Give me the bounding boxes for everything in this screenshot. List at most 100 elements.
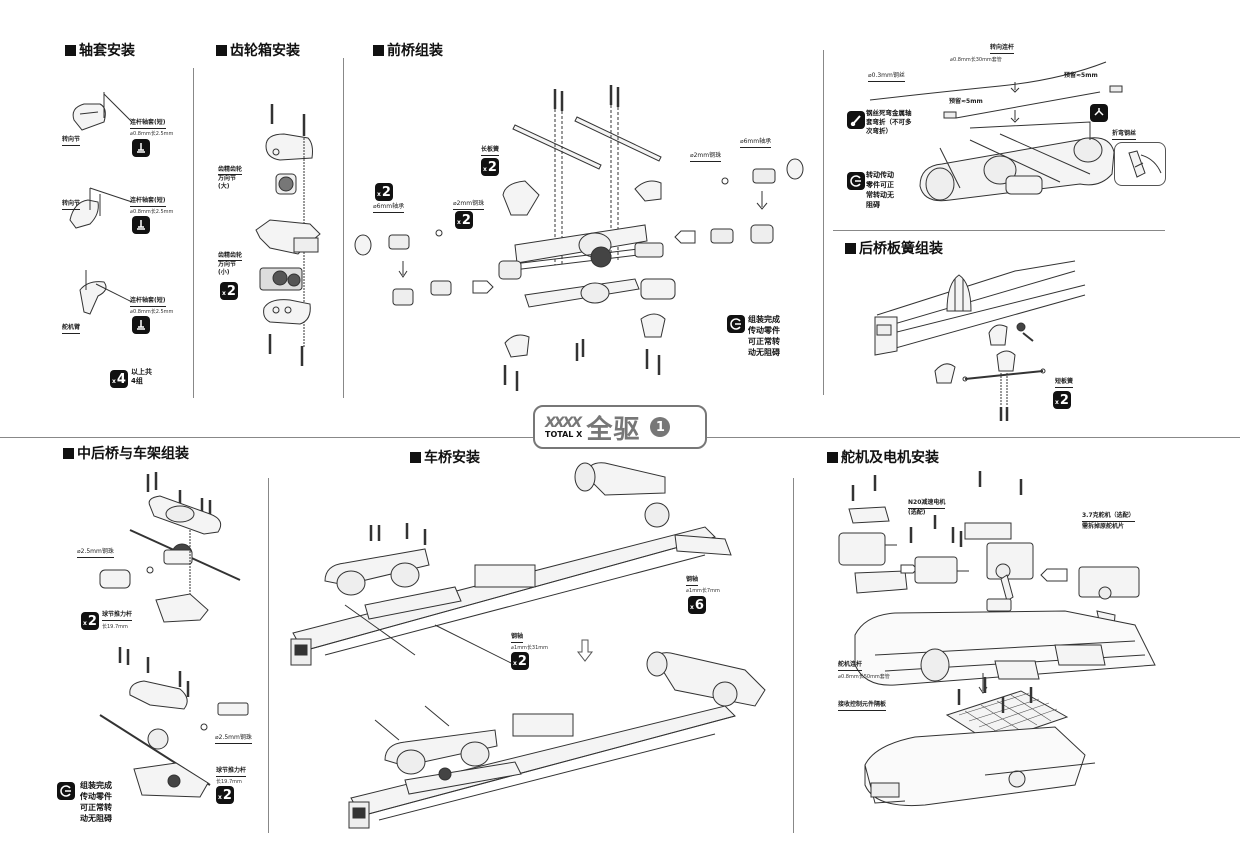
press-fit-icon-2 <box>132 216 150 234</box>
note-line: 套弯折（不可多 <box>866 118 912 126</box>
drive-shaft <box>499 243 663 279</box>
rod-label-2: 连杆轴套(短) <box>130 197 166 207</box>
qty-value: 2 <box>381 184 391 200</box>
section-title-servo-motor: 舵机及电机安装 <box>827 447 939 467</box>
chassis-drawing-top <box>285 455 745 680</box>
part-label-servo-arm: 舵机臂 <box>62 324 81 334</box>
divider-h-right <box>833 230 1165 231</box>
wire-bend-icon <box>847 111 865 129</box>
section-title-text: 后桥板簧组装 <box>859 241 943 257</box>
motor-label-sub: (选配) <box>908 509 926 516</box>
divider-v2 <box>343 58 344 398</box>
divider-v5 <box>793 478 794 833</box>
divider-v4 <box>268 478 269 833</box>
gear-big-label-line1: 齿精齿轮 <box>218 166 243 175</box>
chassis-drawing-bottom <box>345 650 775 840</box>
rod-top-spec: 长19.7mm <box>102 624 128 630</box>
short-spring-label: 短板簧 <box>1055 378 1074 388</box>
title-square-icon <box>827 451 838 463</box>
screws-bottom <box>505 339 659 391</box>
title-square-icon <box>373 44 384 56</box>
rod-label-3: 连杆轴套(短) <box>130 297 166 307</box>
qty-value: 2 <box>487 159 497 175</box>
mid-rear-drawing-top <box>90 470 240 650</box>
title-square-icon <box>65 44 76 56</box>
mid-rear-drawing-bottom <box>100 645 260 805</box>
divider-v3 <box>823 50 824 395</box>
rotate-check-icon-mid-rear <box>57 782 75 800</box>
section-title-text: 舵机及电机安装 <box>841 450 939 466</box>
rod-label-1: 连杆轴套(短) <box>130 119 166 129</box>
section-title-text: 前桥组装 <box>387 43 443 59</box>
section-title-text: 轴套安装 <box>79 43 135 59</box>
rotate-check-icon-front <box>727 315 745 333</box>
qty-value: 2 <box>1059 392 1069 408</box>
bearing-left-label: ⌀6mm轴承 <box>373 203 405 213</box>
gearbox-drawing <box>250 98 330 368</box>
front-axle-note: 组装完成 传动零件 可正常转 动无阻碍 <box>748 314 780 358</box>
servo-label: 3.7克舵机（选配） <box>1082 512 1135 522</box>
divider-h-mid-right <box>707 437 1240 438</box>
leaf-spring-label: 长板簧 <box>481 146 500 156</box>
bushing-drawing <box>60 90 190 350</box>
title-square-icon <box>63 447 74 459</box>
rear-axles <box>325 549 461 619</box>
note-line: 转动传动 <box>866 171 894 179</box>
note-line: 动无阻碍 <box>80 814 112 823</box>
brand-mark: XXXX TOTAL X <box>545 416 582 439</box>
section-title-rear-leaf: 后桥板簧组装 <box>845 238 943 258</box>
note-line: 常转动无 <box>866 191 894 199</box>
qty-value: 2 <box>222 787 232 803</box>
section-title-axle-install: 车桥安装 <box>410 447 480 467</box>
qty-note-line1: 以上共 <box>131 368 152 376</box>
ball-right-label: ⌀2mm钢珠 <box>690 152 722 162</box>
rod-bottom-spec: 长19.7mm <box>216 779 242 785</box>
press-fit-icon-1 <box>132 139 150 157</box>
wire-label: ⌀0.3mm钢丝 <box>868 72 905 82</box>
knuckle-part-2 <box>70 188 132 228</box>
knuckle-part-1 <box>73 92 132 130</box>
steering-link-label: 转向连杆 <box>990 44 1015 54</box>
note-line: 传动零件 <box>80 792 112 801</box>
bend-detail-drawing <box>1128 150 1162 178</box>
down-arrow-icon <box>578 640 592 662</box>
gear-big <box>276 174 296 194</box>
wire-clip-icon <box>1090 104 1108 122</box>
servo-motor-drawing <box>835 465 1175 835</box>
shaft-long-label: 钢轴 <box>511 633 524 643</box>
rod-spec-1: ⌀0.8mm长2.5mm <box>130 131 174 137</box>
steering-link-drawing <box>860 48 1170 208</box>
qty-value: 2 <box>461 212 471 228</box>
left-assembly <box>355 230 493 305</box>
gear-small-label-line1: 齿精齿轮 <box>218 252 243 261</box>
note-line: 阻碍 <box>866 201 880 209</box>
note-line: 可正常转 <box>80 803 112 812</box>
screw-icons <box>272 104 304 136</box>
section-title-text: 齿轮箱安装 <box>230 43 300 59</box>
ball-top-label: ⌀2.5mm钢珠 <box>77 548 114 558</box>
mid-rear-note: 组装完成 传动零件 可正常转 动无阻碍 <box>80 780 112 824</box>
motor-label-line1: N20减速电机 <box>908 499 946 506</box>
qty-value: 2 <box>517 653 527 669</box>
rod-spec-2: ⌀0.8mm长2.5mm <box>130 209 174 215</box>
axle-assembly <box>920 122 1114 201</box>
wire-note: 钢丝死弯金属轴 套弯折（不可多 次弯折） <box>866 109 912 136</box>
note-line: 次弯折） <box>866 127 892 135</box>
front-axle-top <box>575 463 731 555</box>
ball-bottom-label: ⌀2.5mm钢珠 <box>215 734 252 744</box>
shaft-long-spec: ⌀1mm长31mm <box>511 645 549 651</box>
part-label-knuckle-2: 转向节 <box>62 200 81 210</box>
rod-spec-3: ⌀0.8mm长2.5mm <box>130 309 174 315</box>
brand-title: 全驱 <box>586 414 641 445</box>
servo-label-sub: 需拆掉原舵机片 <box>1082 523 1125 530</box>
qty-value: 2 <box>226 283 236 299</box>
gear-small-label-line2: 万向节 <box>218 261 237 268</box>
gear-big-label: 齿精齿轮 万向节 (大) <box>218 166 243 191</box>
rod-bottom-label: 球节推力杆 <box>216 767 247 777</box>
